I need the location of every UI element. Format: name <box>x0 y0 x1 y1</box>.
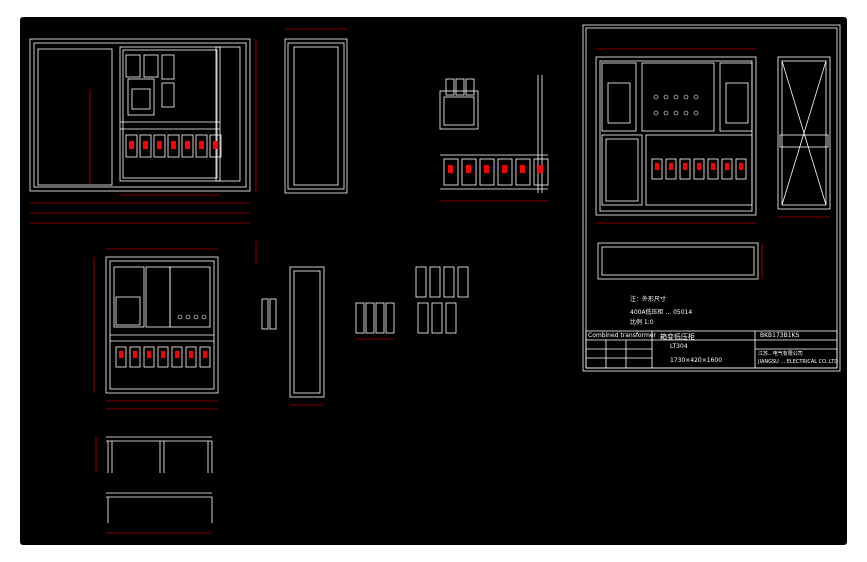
indicator-lamps <box>177 94 699 320</box>
dimensions-text: 1730×420×1600 <box>670 357 723 364</box>
component-parts <box>261 266 469 334</box>
breaker-assembly-view <box>439 75 549 193</box>
company-name-en: JIANGSU ... ELECTRICAL CO.,LTD <box>758 359 839 365</box>
front-breaker-row <box>125 134 222 158</box>
sheet-top-view <box>597 242 759 280</box>
lower-front-view <box>105 256 219 394</box>
front-elevation-view <box>29 38 251 192</box>
bracket-views <box>106 436 213 523</box>
cad-drawing <box>29 24 841 534</box>
side-panel-view <box>284 38 348 194</box>
drawing-sheet <box>582 24 841 372</box>
note-3: 比例 1:0 <box>630 319 654 326</box>
model-number: LT304 <box>670 343 688 350</box>
sheet-front-view <box>595 56 757 216</box>
cad-drawing-canvas[interactable]: BKB173B1KS Combined transformer 箱变低压柜 LT… <box>20 17 847 545</box>
dimension-lines <box>30 28 830 534</box>
lower-side-view <box>289 266 325 398</box>
note-1: 注：外形尺寸 <box>630 296 667 303</box>
project-title: 箱变低压柜 <box>660 333 695 341</box>
title-block <box>585 330 838 369</box>
company-name-cn: 江苏...电气有限公司 <box>758 351 803 357</box>
company-header: Combined transformer <box>588 332 656 339</box>
breaker-handles <box>119 141 743 358</box>
sheet-side-view <box>777 56 831 210</box>
note-2: 400A低压柜 ... 05014 <box>630 309 693 316</box>
drawing-number: BKB173B1KS <box>760 332 800 339</box>
